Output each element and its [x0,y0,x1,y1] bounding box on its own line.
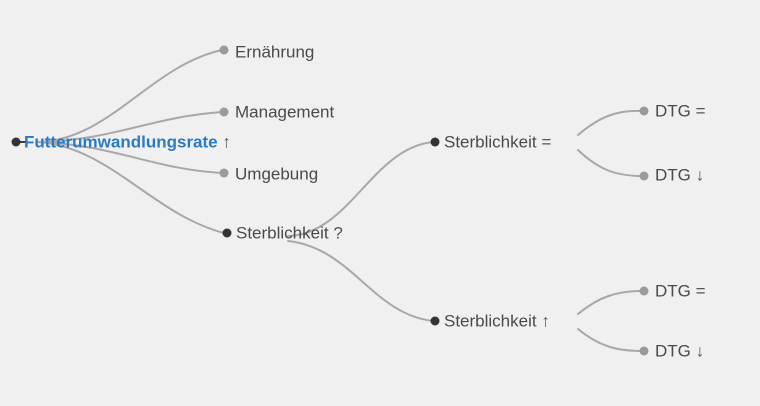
node-label-sterb-frage[interactable]: Sterblichkeit ? [236,225,343,242]
node-label-sterb-hoch[interactable]: Sterblichkeit ↑ [444,313,550,330]
node-symbol-dtg-dn-bot: ↓ [690,341,705,361]
node-dot-umgebung[interactable] [219,168,229,178]
edge-sterb-gleich-to-dtg-eq-top [577,109,643,136]
node-symbol-dtg-dn-top: ↓ [690,165,705,185]
node-text-sterb-hoch: Sterblichkeit [444,311,537,331]
node-text-umgebung: Umgebung [235,164,319,184]
node-dot-sterb-frage[interactable] [222,228,232,238]
edge-sterb-hoch-to-dtg-dn-bot [577,328,643,352]
node-text-dtg-dn-top: DTG [655,165,691,185]
root-symbol: ↑ [217,132,231,152]
node-dot-dtg-eq-bot[interactable] [639,286,649,296]
node-label-dtg-dn-top[interactable]: DTG ↓ [655,167,704,184]
node-text-dtg-eq-top: DTG [655,101,691,121]
edge-sterb-frage-to-sterb-hoch [287,240,434,322]
root-text: Futterumwandlungsrate [24,132,218,152]
node-dot-sterb-gleich[interactable] [430,137,440,147]
node-label-management[interactable]: Management [235,104,334,121]
node-symbol-sterb-hoch: ↑ [536,311,550,331]
node-text-sterb-gleich: Sterblichkeit [444,132,537,152]
node-symbol-dtg-eq-bot: = [690,281,706,301]
node-dot-dtg-dn-bot[interactable] [639,346,649,356]
node-label-dtg-eq-top[interactable]: DTG = [655,103,706,120]
node-text-sterb-frage: Sterblichkeit [236,223,329,243]
edge-root-to-management [37,111,223,143]
node-dot-management[interactable] [219,107,229,117]
node-text-management: Management [235,102,335,122]
node-text-dtg-dn-bot: DTG [655,341,691,361]
node-label-sterb-gleich[interactable]: Sterblichkeit = [444,134,551,151]
node-label-ernaehrung[interactable]: Ernährung [235,44,314,61]
node-dot-sterb-hoch[interactable] [430,316,440,326]
node-symbol-sterb-frage: ? [328,223,343,243]
node-label-root[interactable]: Futterumwandlungsrate ↑ [24,134,231,151]
node-dot-ernaehrung[interactable] [219,45,229,55]
edge-sterb-hoch-to-dtg-eq-bot [577,290,643,315]
edge-group [37,49,643,352]
edge-root-to-umgebung [37,141,223,174]
node-text-dtg-eq-bot: DTG [655,281,691,301]
edge-root-to-ernaehrung [37,49,223,143]
node-label-dtg-eq-bot[interactable]: DTG = [655,283,706,300]
edge-sterb-frage-to-sterb-gleich [287,141,434,237]
node-dot-root[interactable] [11,137,21,147]
edge-root-to-sterb-frage [37,141,225,234]
node-dot-dtg-dn-top[interactable] [639,171,649,181]
node-symbol-sterb-gleich: = [536,132,552,152]
edge-sterb-gleich-to-dtg-dn-top [577,149,643,177]
node-dot-dtg-eq-top[interactable] [639,106,649,116]
node-text-ernaehrung: Ernährung [235,42,315,62]
node-symbol-dtg-eq-top: = [690,101,706,121]
node-label-umgebung[interactable]: Umgebung [235,166,318,183]
node-label-dtg-dn-bot[interactable]: DTG ↓ [655,343,704,360]
